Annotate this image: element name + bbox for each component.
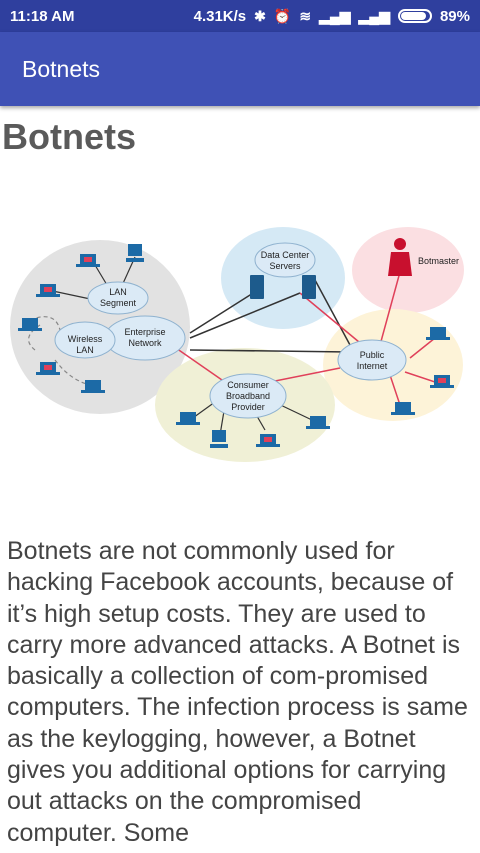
label-internet-1: Public: [360, 350, 385, 360]
status-icons: 4.31K/s ✱ ⏰ ≋ ▂▄▆ ▂▄▆ 89%: [194, 8, 470, 25]
page-title: Botnets: [2, 116, 136, 157]
app-bar-title: Botnets: [22, 55, 100, 82]
label-datacenter-2: Servers: [269, 261, 301, 271]
data-center-region: [221, 227, 345, 329]
signal-icon: ▂▄▆: [358, 8, 390, 24]
app-bar: Botnets: [0, 32, 480, 106]
alarm-off-icon: ⏰: [273, 8, 292, 24]
signal-icon: ▂▄▆: [319, 8, 351, 24]
label-wireless-2: LAN: [76, 345, 94, 355]
label-enterprise-2: Network: [128, 338, 162, 348]
status-time: 11:18 AM: [10, 7, 75, 25]
status-bar: 11:18 AM 4.31K/s ✱ ⏰ ≋ ▂▄▆ ▂▄▆ 89%: [0, 0, 480, 32]
label-consumer-2: Broadband: [226, 391, 270, 401]
label-datacenter-1: Data Center: [261, 250, 310, 260]
label-enterprise-1: Enterprise: [124, 327, 165, 337]
label-lan-segment-1: LAN: [109, 287, 127, 297]
label-lan-segment-2: Segment: [100, 298, 137, 308]
article-body: Botnets are not commonly used for hackin…: [7, 537, 468, 847]
bluetooth-icon: ✱: [254, 8, 266, 24]
label-wireless-1: Wireless: [68, 334, 103, 344]
wifi-icon: ≋: [299, 8, 312, 24]
article-content: Botnets: [0, 106, 480, 847]
battery-percent: 89%: [439, 7, 470, 25]
label-consumer-1: Consumer: [227, 380, 269, 390]
battery-icon: [397, 9, 432, 23]
label-botmaster: Botmaster: [418, 256, 459, 266]
label-internet-2: Internet: [357, 361, 388, 371]
label-consumer-3: Provider: [231, 402, 265, 412]
botnet-diagram: LAN Segment Enterprise Network Wireless …: [10, 227, 464, 462]
network-speed: 4.31K/s: [193, 7, 247, 25]
